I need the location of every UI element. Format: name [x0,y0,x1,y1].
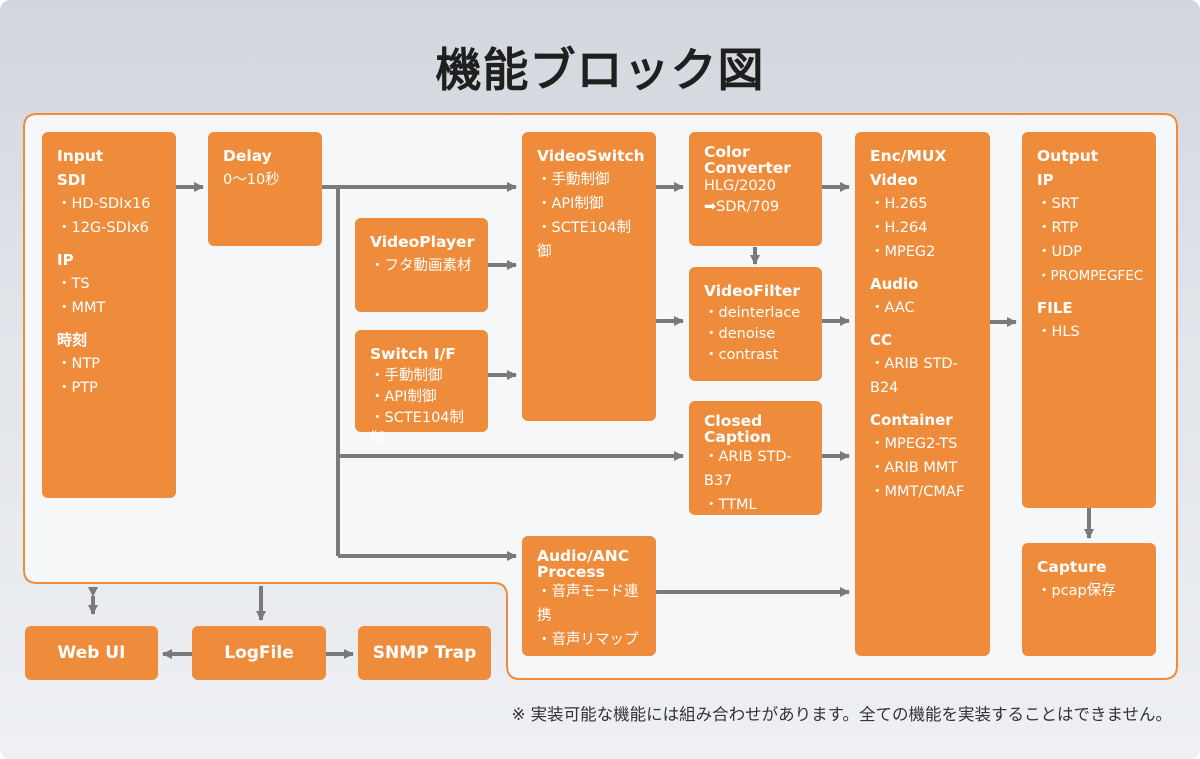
enc-mux-group-label: Audio [870,275,919,293]
audio-anc-item: ・音声モード連携 [537,584,639,624]
enc-mux-item: ・MPEG2-TS [870,436,958,452]
output-item: ・HLS [1037,324,1080,340]
audio-anc-heading: Process [537,563,605,581]
closed-caption-item: ・ARIB STD-B37 [704,449,792,489]
page-title: 機能ブロック図 [435,43,765,97]
switch-if-item: ・SCTE104制御 [370,410,465,447]
delay-item: 0～10秒 [223,172,280,188]
input-block: Input SDI ・HD-SDIx16 ・12G-SDIx6 IP ・TS ・… [42,132,176,498]
enc-mux-item: ・MPEG2 [870,244,936,260]
enc-mux-group-label: Video [870,171,918,189]
capture-item: ・pcap保存 [1037,583,1116,599]
input-item: ・HD-SDIx16 [57,196,151,212]
web-ui-label: Web UI [57,643,126,663]
input-group-label: SDI [57,171,86,189]
closed-caption-heading: Closed [704,412,763,430]
videofilter-item: ・deinterlace [704,305,801,321]
logfile-label: LogFile [224,643,294,663]
videofilter-item: ・contrast [704,347,779,363]
switch-if-block: Switch I/F ・手動制御 ・API制御 ・SCTE104制御 [355,330,488,447]
input-item: ・PTP [57,380,98,396]
audio-anc-heading: Audio/ANC [537,547,630,565]
videoswitch-item: ・SCTE104制御 [537,220,632,260]
videofilter-item: ・denoise [704,326,776,342]
output-block: Output IP ・SRT ・RTP ・UDP ・PROMPEGFEC FIL… [1022,132,1156,508]
enc-mux-item: ・H.264 [870,220,928,236]
logfile-block: LogFile [192,626,326,680]
delay-heading: Delay [223,147,272,165]
input-item: ・NTP [57,356,100,372]
input-item: ・12G-SDIx6 [57,220,149,236]
color-converter-block: Color Converter HLG/2020 ➡SDR/709 [689,132,822,246]
videoplayer-item: ・フタ動画素材 [370,258,472,274]
audio-anc-block: Audio/ANC Process ・音声モード連携 ・音声リマップ [522,536,656,656]
switch-if-item: ・手動制御 [370,368,443,384]
output-item: ・UDP [1037,244,1083,260]
videoplayer-heading: VideoPlayer [370,233,475,251]
output-group-label: IP [1037,171,1054,189]
enc-mux-item: ・ARIB MMT [870,460,958,476]
output-heading: Output [1037,147,1099,165]
closed-caption-heading: Caption [704,428,772,446]
enc-mux-group-label: Container [870,411,953,429]
capture-heading: Capture [1037,558,1107,576]
videoswitch-item: ・手動制御 [537,172,610,188]
color-converter-item: HLG/2020 [704,178,777,194]
input-group-label: 時刻 [57,331,88,349]
videoswitch-item: ・API制御 [537,196,604,212]
enc-mux-item: ・H.265 [870,196,928,212]
enc-mux-item: ・ARIB STD-B24 [870,356,958,396]
snmp-trap-label: SNMP Trap [372,643,477,663]
footnote: ※ 実装可能な機能には組み合わせがあります。全ての機能を実装することはできません… [511,705,1172,724]
snmp-trap-block: SNMP Trap [358,626,491,680]
input-group-label: IP [57,251,74,269]
videofilter-heading: VideoFilter [704,282,801,300]
output-item: ・RTP [1037,220,1079,236]
closed-caption-item: ・TTML [704,497,757,513]
enc-mux-item: ・MMT/CMAF [870,484,965,500]
enc-mux-block: Enc/MUX Video ・H.265 ・H.264 ・MPEG2 Audio… [855,132,990,656]
videoplayer-block: VideoPlayer ・フタ動画素材 [355,218,488,312]
enc-mux-group-label: CC [870,331,893,349]
output-item: ・PROMPEGFEC [1037,268,1144,284]
audio-anc-item: ・音声リマップ [537,632,639,648]
color-converter-heading: Converter [704,159,791,177]
capture-block: Capture ・pcap保存 [1022,543,1156,656]
color-converter-item: ➡SDR/709 [704,199,780,215]
switch-if-heading: Switch I/F [370,345,456,363]
delay-block: Delay 0～10秒 [208,132,322,246]
videofilter-block: VideoFilter ・deinterlace ・denoise ・contr… [689,267,822,381]
web-ui-block: Web UI [25,626,158,680]
enc-mux-item: ・AAC [870,300,915,316]
enc-mux-heading: Enc/MUX [870,147,947,165]
input-item: ・MMT [57,300,106,316]
switch-if-item: ・API制御 [370,389,437,405]
videoswitch-block: VideoSwitch ・手動制御 ・API制御 ・SCTE104制御 [522,132,656,421]
videoswitch-heading: VideoSwitch [537,147,645,165]
input-item: ・TS [57,276,90,292]
output-group-label: FILE [1037,299,1073,317]
input-heading: Input [57,147,104,165]
output-item: ・SRT [1037,196,1079,212]
closed-caption-block: Closed Caption ・ARIB STD-B37 ・TTML [689,401,822,515]
color-converter-heading: Color [704,143,750,161]
